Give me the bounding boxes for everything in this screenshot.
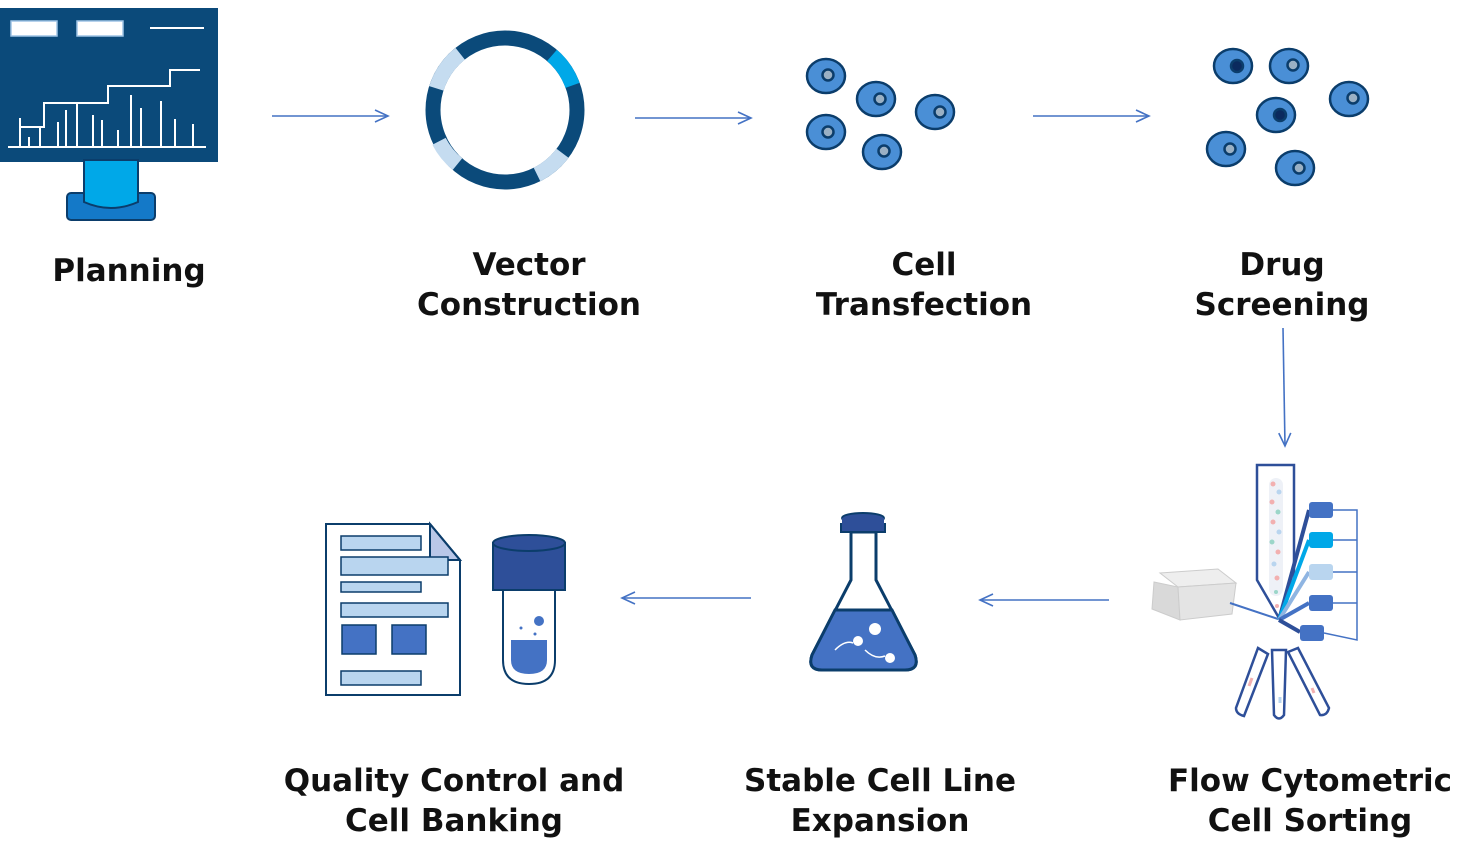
flow-label-line1: Flow Cytometric — [1167, 763, 1453, 799]
screened-cells-icon — [1205, 47, 1370, 187]
arrow-screening-to-sorting — [1278, 327, 1292, 448]
step-label-planning: Planning — [52, 251, 205, 291]
flow-cytometer-icon — [1151, 463, 1358, 720]
cells-icon — [805, 57, 956, 171]
expansion-label-line1: Stable Cell Line — [744, 763, 1016, 799]
qc-label-line2: Cell Banking — [345, 803, 563, 839]
report-and-vial-icon — [325, 521, 566, 696]
step-label-vector-construction: Vector Construction — [417, 245, 641, 325]
planning-label: Planning — [52, 253, 206, 289]
drug-label-line1: Drug — [1239, 247, 1325, 283]
monitor-chart-icon — [0, 8, 218, 221]
drug-label-line2: Screening — [1194, 287, 1370, 323]
vector-label-line2: Construction — [417, 287, 641, 323]
step-label-stable-expansion: Stable Cell Line Expansion — [744, 761, 1016, 841]
step-label-flow-sorting: Flow Cytometric Cell Sorting — [1168, 761, 1452, 841]
expansion-label-line2: Expansion — [790, 803, 970, 839]
flow-label-line2: Cell Sorting — [1207, 803, 1413, 839]
step-label-quality-control: Quality Control and Cell Banking — [284, 761, 625, 841]
step-label-drug-screening: Drug Screening — [1195, 245, 1370, 325]
culture-flask-icon — [809, 512, 918, 672]
step-label-cell-transfection: Cell Transfection — [816, 245, 1032, 325]
flow-arrows — [272, 109, 1292, 607]
transfect-label-line2: Transfection — [815, 287, 1033, 323]
qc-label-line1: Quality Control and — [283, 763, 625, 799]
plasmid-ring-icon — [425, 30, 585, 190]
vector-label-line1: Vector — [472, 247, 586, 283]
transfect-label-line1: Cell — [891, 247, 957, 283]
